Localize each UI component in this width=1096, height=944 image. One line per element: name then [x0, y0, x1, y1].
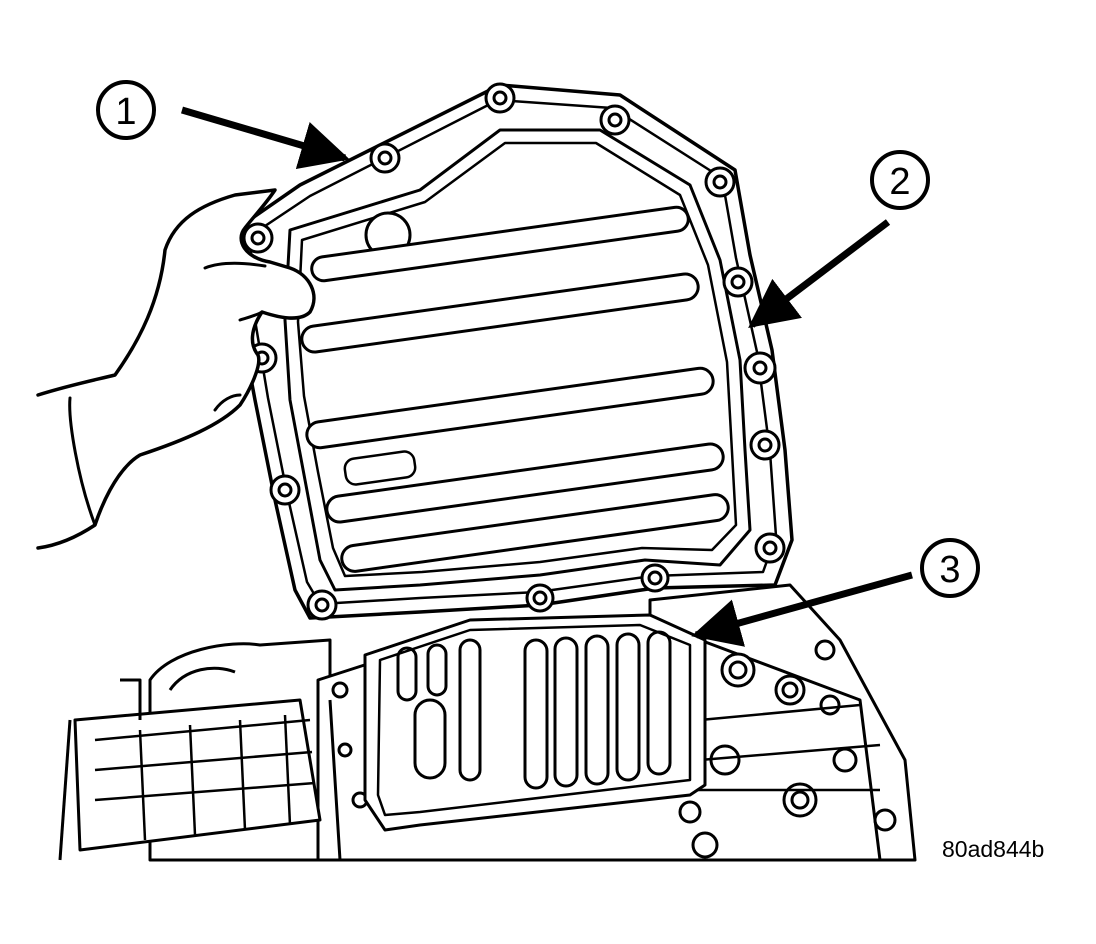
callout-3-arrow — [691, 571, 913, 647]
callout-2-circle — [870, 150, 930, 210]
callout-3-label: 3 — [939, 549, 960, 591]
flange-bolt-holes — [242, 82, 786, 621]
oil-pan — [233, 83, 794, 620]
callout-1-arrow — [181, 106, 350, 170]
callout-2: 2 — [748, 150, 930, 328]
callout-3: 3 — [691, 538, 980, 647]
callout-2-arrow — [748, 219, 891, 328]
technician-hand — [36, 188, 316, 550]
figure-id: 80ad844b — [942, 836, 1045, 862]
callout-1-circle — [96, 80, 156, 140]
callout-2-label: 2 — [889, 161, 910, 203]
callout-1-label: 1 — [115, 91, 136, 133]
callout-1: 1 — [96, 80, 350, 170]
transmission-filter — [363, 613, 707, 832]
callout-3-circle — [920, 538, 980, 598]
